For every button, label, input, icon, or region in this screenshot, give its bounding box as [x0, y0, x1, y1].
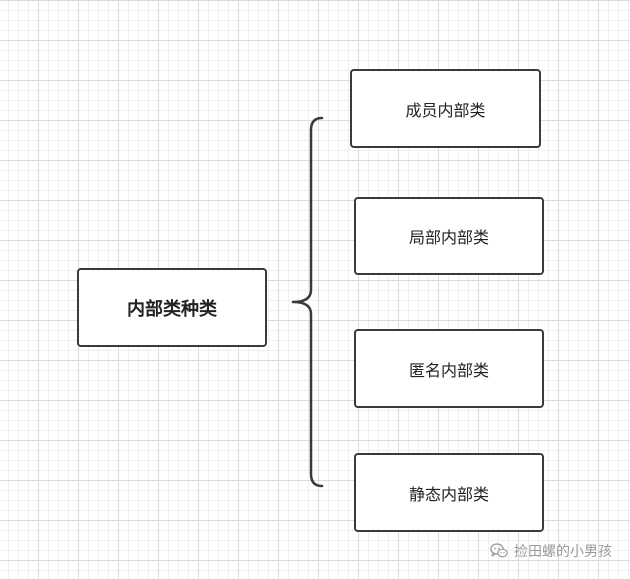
child-node-label: 匿名内部类: [408, 360, 489, 380]
root-node-label: 内部类种类: [127, 298, 217, 320]
child-node-local-inner-class: 局部内部类: [354, 197, 544, 275]
child-node-static-inner-class: 静态内部类: [354, 453, 544, 532]
child-node-member-inner-class: 成员内部类: [350, 69, 541, 148]
wechat-icon: [490, 543, 508, 559]
child-node-label: 静态内部类: [408, 484, 489, 504]
child-node-label: 成员内部类: [405, 100, 486, 120]
watermark: 捡田螺的小男孩: [490, 541, 612, 561]
child-node-anonymous-inner-class: 匿名内部类: [354, 329, 544, 408]
watermark-text: 捡田螺的小男孩: [514, 544, 612, 560]
root-node: 内部类种类: [77, 268, 267, 347]
child-node-label: 局部内部类: [408, 228, 489, 247]
